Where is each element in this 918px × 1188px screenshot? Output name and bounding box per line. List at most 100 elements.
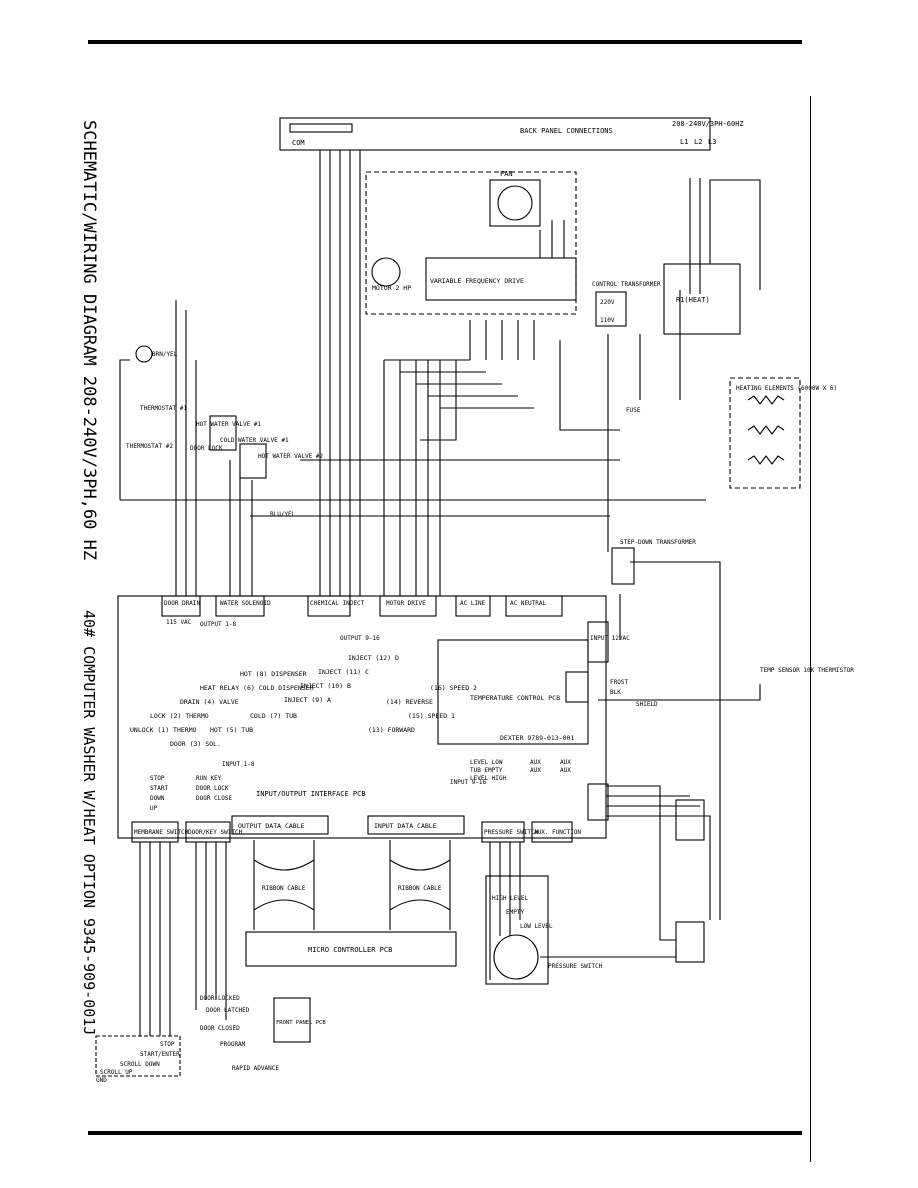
thermostat-1: THERMOSTAT #1 (140, 405, 187, 412)
blu-yel-label: BLU/YEL (270, 511, 296, 518)
input-stop: STOP (150, 775, 165, 782)
switch-program: PROGRAM (220, 1041, 246, 1048)
pressure-switch-label: PRESSURE SWITCH (548, 963, 603, 970)
relay-label: R1(HEAT) (676, 296, 710, 304)
input-run-key: RUN KEY (196, 775, 222, 782)
input-level-low: LEVEL LOW (470, 759, 503, 766)
output-lock-thermo: LOCK (2) THERMO (150, 712, 209, 720)
input-door-lock: DOOR LOCK (196, 785, 229, 792)
shield-label: SHIELD (636, 701, 658, 708)
io-pcb-label: INPUT/OUTPUT INTERFACE PCB (256, 790, 366, 798)
bottom-output-data-cable: OUTPUT DATA CABLE (238, 822, 305, 830)
power-line-l3: L3 (708, 138, 716, 146)
input-aux-1: AUX (530, 759, 541, 766)
switch-door-latched: DOOR LATCHED (206, 1007, 250, 1014)
power-line-l2: L2 (694, 138, 702, 146)
diagram-title: SCHEMATIC/WIRING DIAGRAM 208-240V/3PH,60… (79, 120, 99, 560)
power-input-label: INPUT 12VAC (590, 635, 630, 642)
bottom-rule (88, 1131, 802, 1135)
output-reverse: (14) REVERSE (386, 698, 433, 706)
input-aux-2: AUX (530, 767, 541, 774)
output-group-1: OUTPUT 1-8 (200, 621, 237, 628)
output-group-2: OUTPUT 9-16 (340, 635, 380, 642)
micro-pcb-label: MICRO CONTROLLER PCB (308, 946, 392, 954)
voltage-label: 115 VAC (166, 619, 192, 626)
switch-door-closed: DOOR CLOSED (200, 1025, 240, 1032)
temp-sensor-label: TEMP SENSOR 10K THERMISTOR (760, 667, 854, 674)
header-ac-neutral: AC NEUTRAL (510, 600, 547, 607)
output-inject-c: INJECT (11) C (318, 668, 369, 676)
bottom-input-data-cable: INPUT DATA CABLE (374, 822, 437, 830)
output-inject-a: INJECT (9) A (284, 696, 331, 704)
output-cold-tub: COLD (7) TUB (250, 712, 297, 720)
header-door-drain: DOOR DRAIN (164, 600, 201, 607)
control-transformer-label: CONTROL TRANSFORMER (592, 281, 661, 288)
bottom-membrane-switch: MEMBRANE SWITCH (134, 829, 189, 836)
terminal-com: COM (292, 139, 305, 147)
top-rule (88, 40, 802, 44)
output-hot-dispenser: HOT (8) DISPENSER (240, 670, 307, 678)
input-level-high: LEVEL HIGH (470, 775, 507, 782)
output-heat-relay: HEAT RELAY (6) COLD DISPENSER (200, 684, 314, 692)
output-forward: (13) FORWARD (368, 726, 415, 734)
output-inject-d: INJECT (12) D (348, 654, 399, 662)
front-panel-pcb-label: FRONT PANEL PCB (276, 1020, 326, 1026)
keypad-scroll-down: SCROLL DOWN (120, 1061, 160, 1068)
pressure-low-level: LOW LEVEL (520, 923, 553, 930)
motor-label: MOTOR 2 HP (372, 284, 411, 292)
keypad-stop: STOP (160, 1041, 175, 1048)
stepdown-label: STEP-DOWN TRANSFORMER (620, 539, 696, 546)
vfd-label: VARIABLE FREQUENCY DRIVE (430, 277, 524, 285)
output-hot-tub: HOT (5) TUB (210, 726, 253, 734)
bottom-aux-function: AUX. FUNCTION (534, 829, 581, 836)
power-line-l1: L1 (680, 138, 688, 146)
header-motor-drive: MOTOR DRIVE (386, 600, 426, 607)
door-lock-item: DOOR LOCK (190, 445, 223, 452)
ribbon-cable-1: RIBBON CABLE (262, 885, 306, 892)
thermistor-wire-2: BLK (610, 689, 621, 696)
fan-label: FAN (500, 170, 513, 178)
thermostat-2: THERMOSTAT #2 (126, 443, 173, 450)
input-aux-3: AUX (560, 759, 571, 766)
input-tub-empty: TUB EMPTY (470, 767, 503, 774)
bottom-door-key-switch: DOOR/KEY SWITCH (188, 829, 243, 836)
input-aux-4: AUX (560, 767, 571, 774)
ribbon-cable-2: RIBBON CABLE (398, 885, 442, 892)
input-group-2: INPUT 9-16 (450, 779, 487, 786)
keypad-scroll-up: SCROLL UP (100, 1069, 133, 1076)
output-unlock-thermo: UNLOCK (1) THERMO (130, 726, 197, 734)
temp-pcb-label: TEMPERATURE CONTROL PCB (470, 694, 560, 702)
pressure-high-level: HIGH LEVEL (492, 895, 529, 902)
ground-label: GND (96, 1077, 107, 1084)
brn-yel-label: BRN/YEL (152, 351, 178, 358)
switch-door-locked: DOOR LOCKED (200, 995, 240, 1002)
tap-110v: 110V (600, 317, 615, 324)
input-up: UP (150, 805, 158, 812)
cold-water-valve-1: COLD WATER VALVE #1 (220, 437, 289, 444)
hot-water-valve-2: HOT WATER VALVE #2 (258, 453, 323, 460)
thermistor-wire-1: FROST (610, 679, 628, 686)
temp-pcb-id: DEXTER 9789-013-001 (500, 734, 574, 742)
heating-elements-label: HEATING ELEMENTS (6000W X 6) (736, 385, 837, 392)
input-door-close: DOOR CLOSE (196, 795, 233, 802)
drawing-number: 9345-909-001J (80, 918, 98, 1035)
output-inject-b: INJECT (10) B (300, 682, 351, 690)
tap-220v: 220V (600, 299, 615, 306)
output-drain-valve: DRAIN (4) VALVE (180, 698, 239, 706)
hot-water-valve-1: HOT WATER VALVE #1 (196, 421, 261, 428)
header-water-solenoid: WATER SOLENOID (220, 600, 271, 607)
keypad-start-enter: START/ENTER (140, 1051, 180, 1058)
back-panel-label: BACK PANEL CONNECTIONS (520, 127, 613, 135)
fuse-label: FUSE (626, 407, 641, 414)
power-supply-label: 208-240V/3PH-60HZ (672, 120, 744, 128)
input-down: DOWN (150, 795, 165, 802)
output-speed-2: (16) SPEED 2 (430, 684, 477, 692)
output-speed-1: (15) SPEED 1 (408, 712, 455, 720)
pressure-empty: EMPTY (506, 909, 524, 916)
header-ac-line: AC LINE (460, 600, 486, 607)
output-door-sol: DOOR (3) SOL. (170, 740, 221, 748)
input-group-1: INPUT 1-8 (222, 761, 255, 768)
header-chemical-inject: CHEMICAL INJECT (310, 600, 365, 607)
keypad-rapid-advance: RAPID ADVANCE (232, 1065, 279, 1072)
